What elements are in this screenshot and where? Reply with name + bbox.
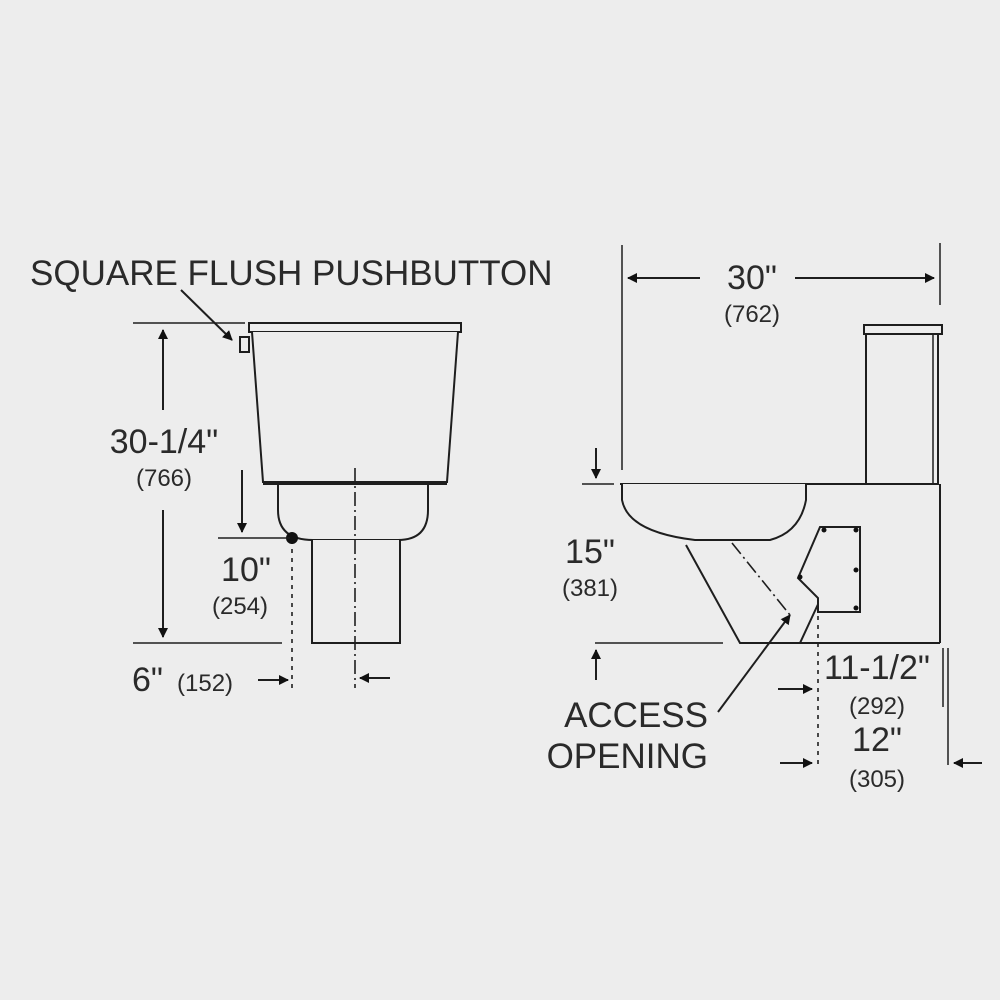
- access-label-line2: OPENING: [547, 737, 708, 776]
- overall-depth-metric: (762): [724, 301, 780, 328]
- outlet-offset-metric: (152): [177, 670, 233, 697]
- tank-lid: [248, 322, 462, 333]
- outlet-offset-value: 6": [132, 661, 163, 699]
- outlet-dot: [286, 532, 298, 544]
- bowl-height-metric: (381): [562, 575, 618, 602]
- outlet-height-value: 10": [221, 551, 271, 589]
- access-label-line1: ACCESS: [564, 696, 708, 735]
- side-view: [582, 243, 982, 768]
- bowl-height-value: 15": [565, 533, 615, 571]
- tank-body: [251, 331, 459, 483]
- bowl-side: [621, 484, 807, 541]
- overall-height-metric: (766): [136, 465, 192, 492]
- trapway-line: [731, 542, 791, 616]
- tank-body-side: [865, 333, 939, 485]
- rough-in-1-value: 11-1/2": [824, 649, 930, 687]
- overall-height-value: 30-1/4": [110, 423, 218, 461]
- pedestal-side: [685, 544, 821, 644]
- rough-in-2-value: 12": [852, 721, 902, 759]
- pushbutton-leader: [180, 289, 233, 341]
- pushbutton-label: SQUARE FLUSH PUSHBUTTON: [30, 254, 553, 293]
- outlet-height-metric: (254): [212, 593, 268, 620]
- overall-depth-value: 30": [727, 259, 777, 297]
- pedestal-front: [311, 540, 401, 644]
- rough-in-1-metric: (292): [849, 693, 905, 720]
- front-view: [133, 289, 462, 690]
- pushbutton-icon: [239, 336, 250, 353]
- bowl-front: [277, 484, 429, 541]
- access-leader: [717, 614, 791, 713]
- tank-lid-side: [863, 324, 943, 335]
- rough-in-2-metric: (305): [849, 766, 905, 793]
- access-panel: [796, 526, 861, 613]
